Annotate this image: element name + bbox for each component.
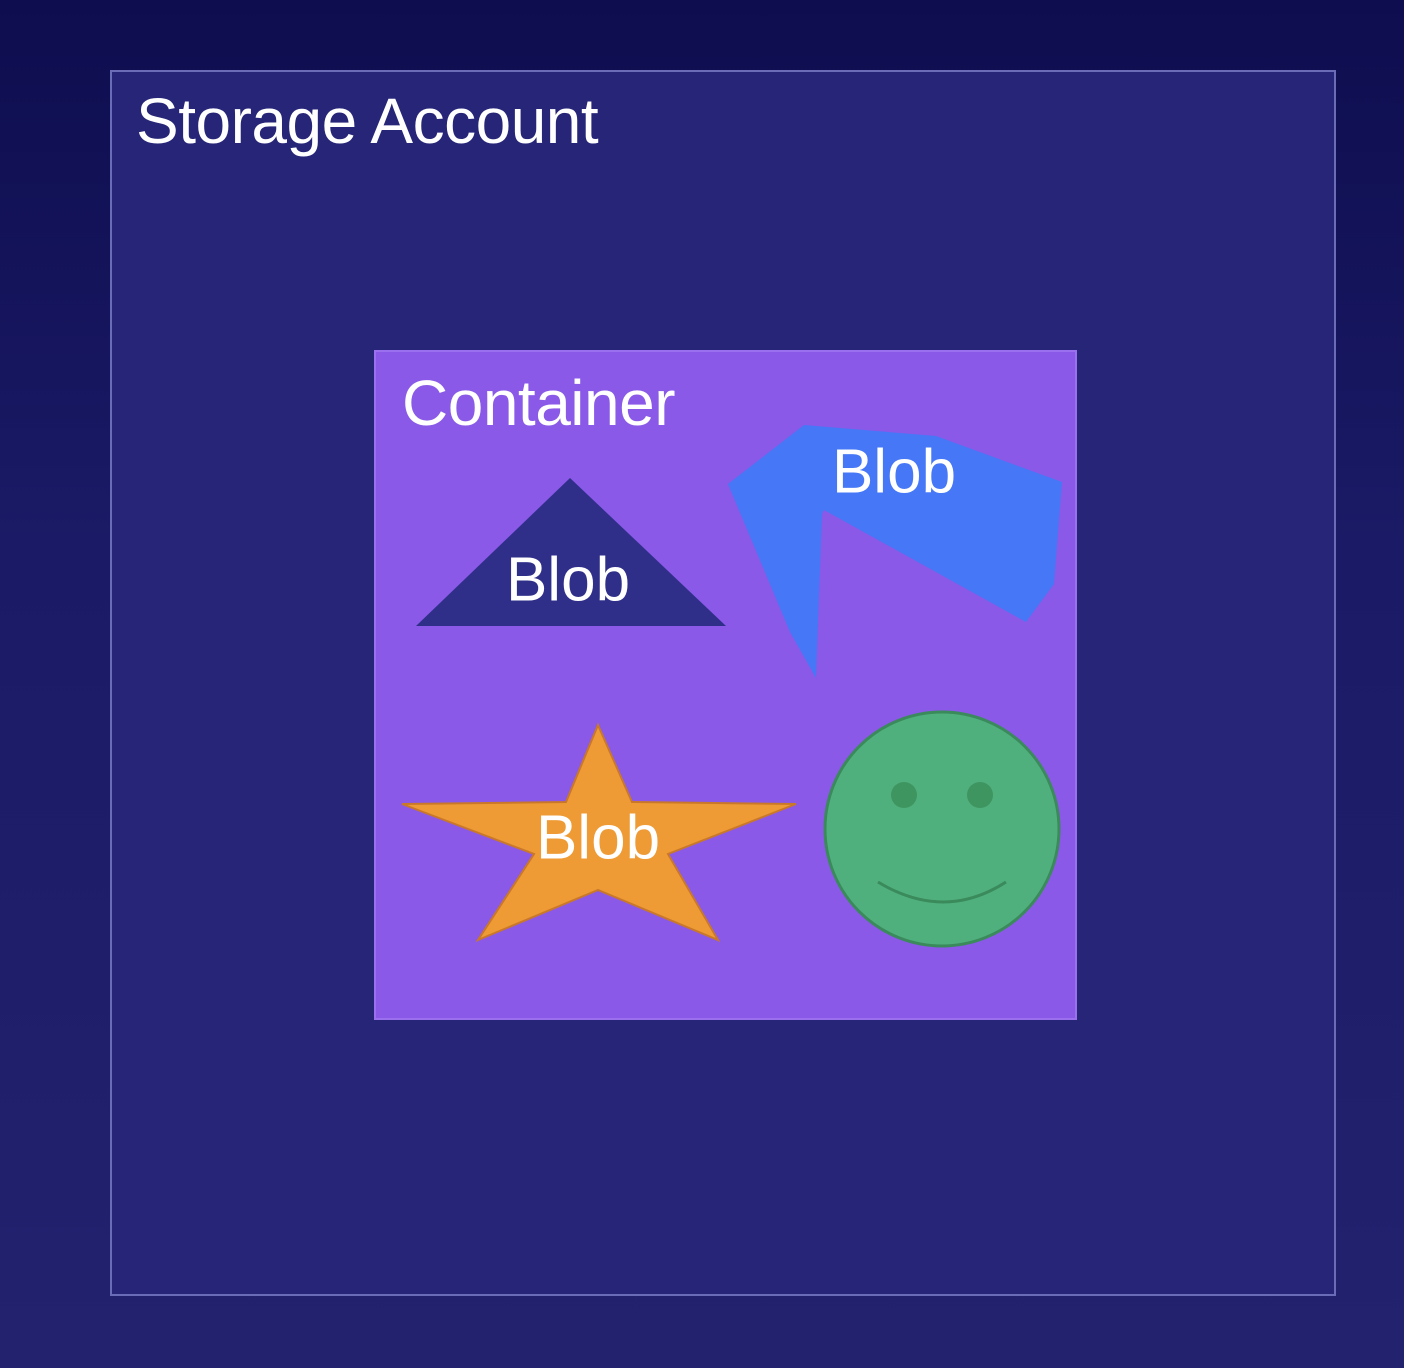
star-blob-label: Blob (535, 803, 661, 873)
polygon-blob-shape (728, 425, 1062, 678)
triangle-blob-shape (416, 478, 726, 626)
polygon-blob-label: Blob (831, 437, 957, 507)
storage-account-title: Storage Account (136, 85, 599, 157)
star-blob-shape (401, 722, 797, 943)
triangle-blob-label: Blob (505, 545, 631, 615)
blob-shapes (401, 425, 1062, 948)
container-box: Container Blob Blob Blob (374, 350, 1077, 1020)
smiley-blob-shape (823, 710, 1061, 948)
container-title: Container (402, 367, 676, 439)
storage-account-box: Storage Account Container Blob Blob Blob (110, 70, 1336, 1296)
